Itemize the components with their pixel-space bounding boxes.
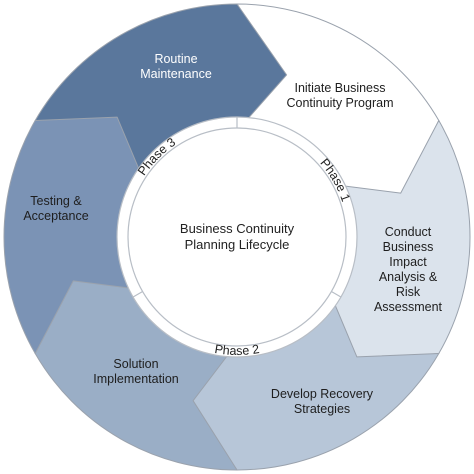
phase-divider xyxy=(331,290,342,298)
segment-label-solution-implementation: Solution Implementation xyxy=(93,357,179,386)
segment-label-testing-acceptance: Testing & Acceptance xyxy=(23,194,89,223)
segment-label-impact-analysis: Conduct Business Impact Analysis & Risk … xyxy=(373,225,443,314)
segment-label-routine-maintenance: Routine Maintenance xyxy=(140,52,212,81)
phase-divider xyxy=(132,290,143,298)
segment-label-recovery-strategies: Develop Recovery Strategies xyxy=(270,387,374,416)
center-title: Business Continuity Planning Lifecycle xyxy=(179,221,295,252)
phase-2-label: Phase 2 xyxy=(214,342,261,358)
segment-label-initiate-program: Initiate Business Continuity Program xyxy=(286,81,394,110)
